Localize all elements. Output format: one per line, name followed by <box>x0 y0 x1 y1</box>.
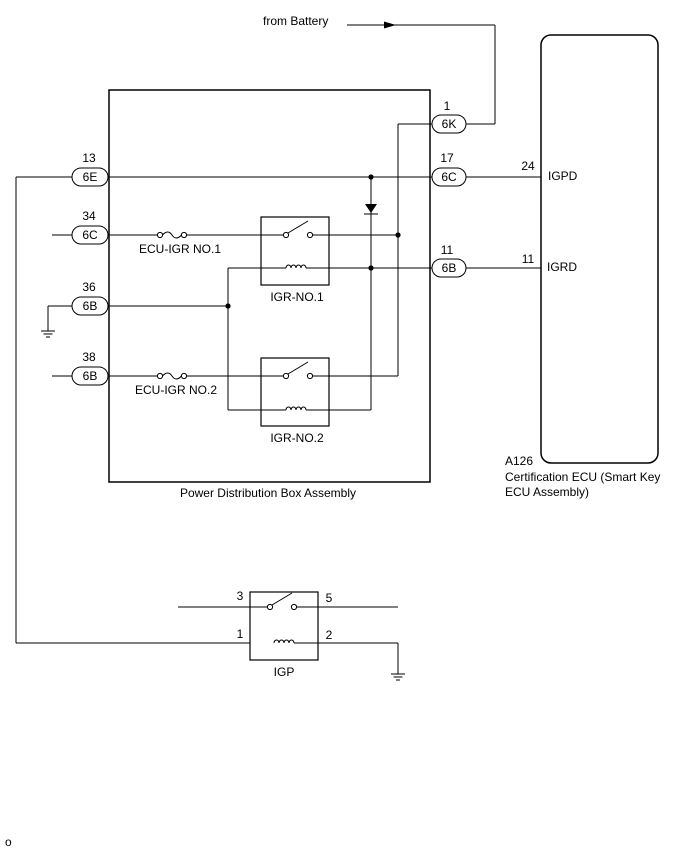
diode-symbol <box>364 204 378 215</box>
connector-6c-left <box>71 225 109 245</box>
connector-6b-36-code: 6B <box>83 299 98 313</box>
connector-6k-code: 6K <box>442 117 457 131</box>
from-battery-label: from Battery <box>263 14 328 28</box>
fuse2-label: ECU-IGR NO.2 <box>135 383 217 397</box>
connector-6b-36 <box>71 296 109 316</box>
ecu-igrd-label: IGRD <box>547 260 577 274</box>
junction-dot <box>395 232 401 238</box>
wire-6k-internal <box>397 123 432 376</box>
ecu-igpd-pin: 24 <box>521 159 535 173</box>
connector-6k-pin: 1 <box>444 99 451 113</box>
connector-6b-36-pin: 36 <box>82 280 96 294</box>
connector-6k <box>431 114 467 134</box>
connector-6c-right-pin: 17 <box>440 151 454 165</box>
connector-6b-38 <box>71 366 109 386</box>
connector-6b-right-pin: 11 <box>441 243 454 257</box>
igp-label: IGP <box>274 665 295 679</box>
ground-symbol-igp <box>391 673 405 681</box>
wire-6b-ground-row <box>47 305 228 331</box>
footer-mark: o <box>5 835 12 849</box>
igp-pin-3: 3 <box>237 589 244 603</box>
ecu-igpd-label: IGPD <box>548 169 578 183</box>
junction-dot <box>225 303 231 309</box>
relay1-coil-icon <box>285 264 307 269</box>
connector-6b-38-pin: 38 <box>82 350 96 364</box>
connector-6b-38-code: 6B <box>83 369 98 383</box>
battery-feed-wire <box>347 24 496 125</box>
relay-igr-no2 <box>260 357 330 427</box>
connector-6c-right-code: 6C <box>441 170 457 184</box>
power-distribution-box <box>108 89 431 483</box>
fuse-ecu-igr-no1 <box>156 231 188 239</box>
ecu-code: A126 <box>505 454 533 468</box>
relay2-label: IGR-NO.2 <box>270 431 324 445</box>
ecu-name-line2: ECU Assembly) <box>505 485 589 499</box>
wire-6e-to-igp <box>15 176 250 644</box>
relay1-switch <box>282 220 314 239</box>
ecu-igrd-pin: 11 <box>522 252 535 266</box>
pdb-label: Power Distribution Box Assembly <box>180 486 356 500</box>
connector-6b-right-code: 6B <box>442 261 457 275</box>
relay-igr-no1 <box>260 216 330 286</box>
fuse-ecu-igr-no2 <box>156 372 188 380</box>
ecu-name-line1: Certification ECU (Smart Key <box>505 470 660 484</box>
certification-ecu-box <box>540 34 659 464</box>
battery-direction-arrow <box>384 21 396 29</box>
igp-switch <box>266 592 298 611</box>
junction-dot <box>368 174 374 180</box>
connector-6e-pin: 13 <box>82 151 96 165</box>
relay-igp <box>249 591 319 661</box>
connector-6e-code: 6E <box>83 170 98 184</box>
igp-pin-5: 5 <box>326 591 333 605</box>
connector-6c-left-code: 6C <box>82 228 98 242</box>
igp-ground-wire <box>294 642 399 674</box>
connector-6c-left-pin: 34 <box>82 209 96 223</box>
relay2-switch <box>282 361 314 380</box>
relay1-label: IGR-NO.1 <box>270 290 324 304</box>
igp-pin-2: 2 <box>326 628 333 642</box>
fuse1-label: ECU-IGR NO.1 <box>139 242 221 256</box>
igp-coil-icon <box>273 639 295 644</box>
relay2-coil-icon <box>285 406 307 411</box>
junction-dot <box>368 265 374 271</box>
ground-symbol-left <box>41 330 55 338</box>
igp-pin-1: 1 <box>237 627 244 641</box>
